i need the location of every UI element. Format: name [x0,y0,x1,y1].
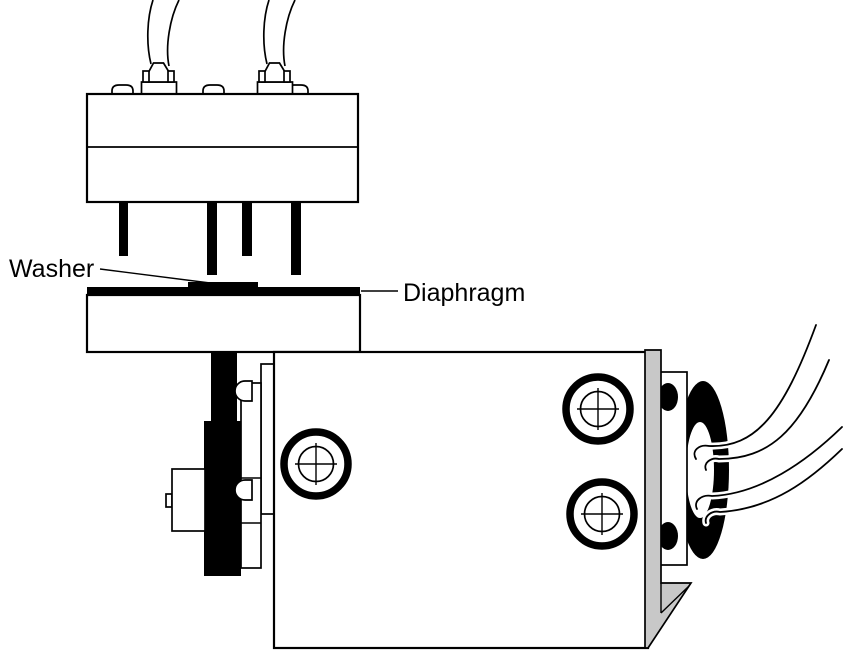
diaphragm-bar [87,287,360,295]
rivet-dome-icon [111,84,134,95]
crimp-ear [167,70,175,83]
coil-wire-line [693,324,817,460]
terminal-wire-line [262,0,270,65]
phillips-screw-icon [562,373,634,445]
diaphragm-label: Diaphragm [403,279,525,307]
coil-wire-line [704,448,843,524]
contact-post [119,202,128,256]
contact-posts [119,202,301,275]
contact-post [242,202,252,256]
terminal-base [140,81,178,95]
bracket-bend-line [660,585,690,614]
terminal-base [256,81,294,95]
coil-winding-bump [658,522,678,550]
guide-plate-inner [240,382,262,569]
plunger-core [204,421,241,576]
contact-post [207,202,217,275]
retainer-tab-icon [234,380,253,402]
terminal-wire-line [282,0,296,67]
plunger-assembly [165,352,275,576]
plunger-stem [211,352,237,421]
crimp-ear [258,70,266,83]
coil-wire-line [695,426,843,510]
rivet-dome-icon [202,84,225,95]
terminal-cap-assembly [85,0,360,204]
mounting-bracket [644,349,693,649]
contact-post [291,202,301,275]
coil-wire-line [704,359,830,471]
washer-label: Washer [9,255,94,283]
washer-leader-line [99,268,219,285]
crimp-ear [283,70,291,83]
washer-bar [188,282,258,290]
mounting-bracket-plate [644,349,693,649]
adjuster-box [171,468,206,532]
phillips-screw-icon [566,478,638,550]
coil-winding-bump [658,383,678,411]
phillips-screw-icon [280,428,352,500]
cap-block [85,92,360,204]
spade-terminal-right [256,62,294,95]
coil-assembly [658,321,843,566]
terminal-wire-line [166,0,180,67]
terminal-wire-line [146,0,154,65]
adjuster-nub [165,493,173,508]
bonnet-block [85,293,362,354]
retainer-tab-icon [234,479,253,501]
coil-ring-bore [686,422,714,518]
spade-terminal-left [140,62,178,95]
guide-plate-outer [260,363,275,515]
crimp-ear [142,70,150,83]
